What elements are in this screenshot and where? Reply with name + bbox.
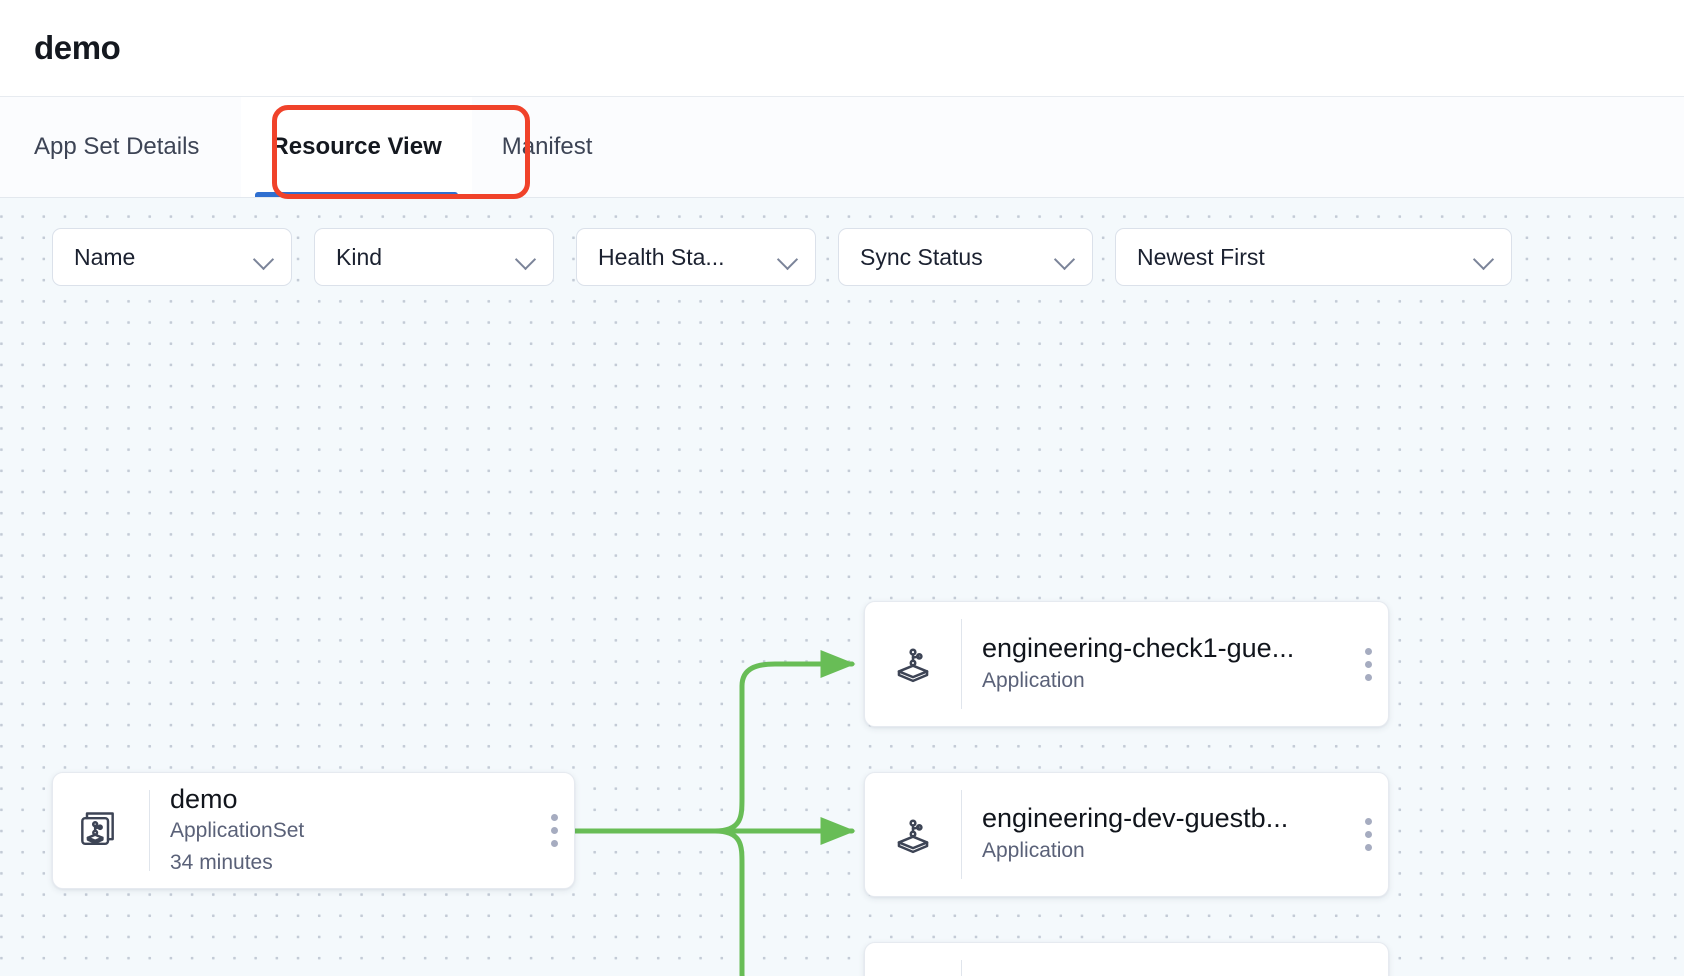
node-application-engineering-dev[interactable]: engineering-dev-guestb... Application — [864, 772, 1389, 897]
node-menu-button[interactable] — [1348, 773, 1388, 896]
node-name: engineering-dev-guestb... — [982, 803, 1289, 834]
node-name: demo — [170, 783, 238, 814]
chevron-down-icon — [255, 252, 273, 263]
node-applicationset-demo[interactable]: demo ApplicationSet 34 minutes — [52, 772, 575, 889]
application-icon — [865, 637, 961, 691]
application-set-icon — [53, 803, 149, 859]
node-body: demo ApplicationSet 34 minutes — [150, 783, 534, 879]
kind-filter-label: Kind — [336, 243, 383, 270]
kebab-dot — [1364, 660, 1372, 668]
chevron-down-icon — [1475, 252, 1493, 263]
kind-filter[interactable]: Kind — [314, 228, 554, 286]
sort-order-label: Newest First — [1137, 243, 1265, 270]
node-menu-button[interactable] — [1348, 602, 1388, 726]
name-filter-label: Name — [74, 243, 136, 270]
node-kind: Application — [982, 668, 1085, 692]
node-name: engineering-check1-gue... — [982, 632, 1295, 663]
filter-bar: Name Kind Health Sta... Sync Status Newe… — [52, 228, 1512, 286]
node-menu-button[interactable] — [1348, 943, 1388, 976]
node-application-engineering-check1[interactable]: engineering-check1-gue... Application — [864, 601, 1389, 727]
kebab-dot — [1364, 647, 1372, 655]
node-divider — [149, 790, 150, 871]
node-divider — [961, 619, 962, 709]
tab-app-set-details[interactable]: App Set Details — [34, 97, 241, 197]
health-status-filter-label: Health Sta... — [598, 243, 725, 270]
kebab-dot — [1364, 831, 1372, 838]
node-application-engineering-prod[interactable]: engineering-prod-guestb... Application — [864, 942, 1389, 976]
chevron-down-icon — [779, 252, 797, 263]
page-header: demo — [0, 0, 1684, 97]
health-status-filter[interactable]: Health Sta... — [576, 228, 816, 286]
chevron-down-icon — [1056, 252, 1074, 263]
sync-status-filter[interactable]: Sync Status — [838, 228, 1093, 286]
node-name: engineering-prod-guestb... — [982, 973, 1340, 976]
kebab-dot — [550, 814, 558, 821]
edge-to-app-1 — [712, 650, 856, 834]
resource-graph-canvas[interactable]: Name Kind Health Sta... Sync Status Newe… — [0, 198, 1684, 976]
node-divider — [961, 960, 962, 976]
kebab-dot — [550, 840, 558, 847]
kebab-dot — [1364, 844, 1372, 851]
sort-order-select[interactable]: Newest First — [1115, 228, 1512, 286]
node-kind: ApplicationSet — [170, 819, 305, 843]
sync-status-filter-label: Sync Status — [860, 243, 983, 270]
node-body: engineering-dev-guestb... Application — [962, 802, 1348, 866]
tab-bar: App Set Details Resource View Manifest — [0, 97, 1684, 199]
kebab-dot — [1364, 818, 1372, 825]
name-filter[interactable]: Name — [52, 228, 292, 286]
graph-edges — [572, 650, 856, 976]
node-divider — [961, 790, 962, 879]
edge-to-app-3 — [712, 828, 745, 976]
tab-manifest[interactable]: Manifest — [472, 97, 623, 197]
chevron-down-icon — [517, 252, 535, 263]
kebab-dot — [550, 827, 558, 834]
application-icon — [865, 808, 961, 862]
kebab-dot — [1364, 673, 1372, 681]
node-body: engineering-prod-guestb... Application — [962, 973, 1348, 976]
node-age: 34 minutes — [170, 850, 273, 874]
node-menu-button[interactable] — [534, 773, 574, 888]
resource-graph: demo ApplicationSet 34 minutes — [0, 198, 1684, 976]
page-title: demo — [34, 29, 121, 66]
node-body: engineering-check1-gue... Application — [962, 632, 1348, 696]
tab-resource-view[interactable]: Resource View — [241, 97, 472, 197]
node-kind: Application — [982, 839, 1085, 863]
